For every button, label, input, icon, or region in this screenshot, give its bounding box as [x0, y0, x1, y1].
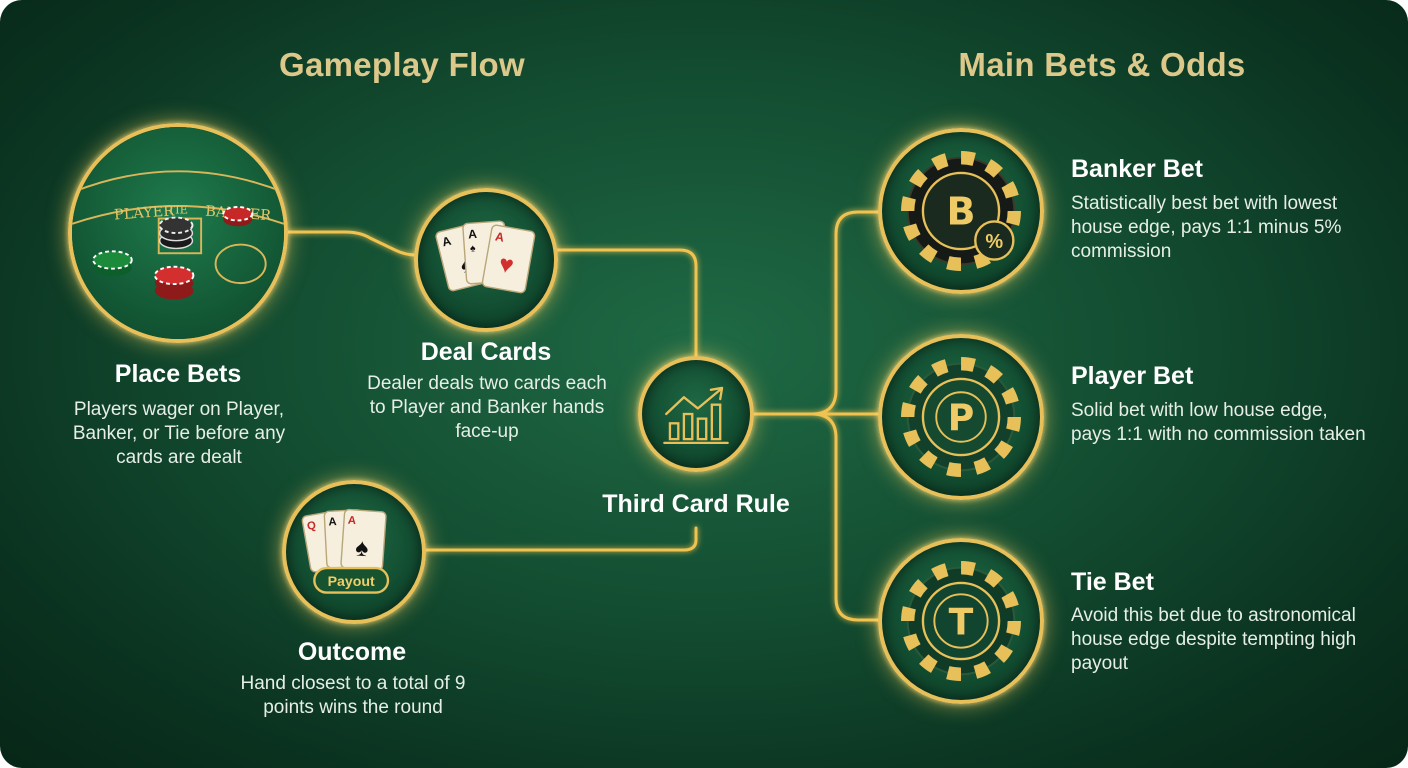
- player-bet-node: P: [878, 334, 1044, 500]
- card-rank-3: A: [494, 229, 505, 244]
- deal-cards-node: A ♠ A ♠ A ♥: [414, 188, 558, 332]
- outcome-card-rank-3: A: [347, 515, 356, 528]
- outcome-node: Q A A ♠ Payout: [282, 480, 426, 624]
- payout-badge: [313, 566, 390, 594]
- player-bet-description: Solid bet with low house edge, pays 1:1 …: [1071, 400, 1366, 445]
- svg-text:♠: ♠: [354, 534, 369, 562]
- third-card-rule-node: [638, 356, 754, 472]
- casino-chip-icon: P: [901, 357, 1021, 477]
- outcome-title: Outcome: [297, 638, 407, 666]
- card-rank-1: A: [441, 234, 453, 250]
- svg-text:♥: ♥: [497, 251, 516, 280]
- banker-bet-description: Statistically best bet with lowest house…: [1071, 193, 1342, 262]
- outcome-card-rank-1: Q: [306, 520, 317, 533]
- tie-bet-title: Tie Bet: [1071, 568, 1154, 596]
- casino-chip-icon: T: [901, 561, 1021, 681]
- gameplay-flow-heading: Gameplay Flow: [279, 46, 525, 83]
- svg-text:♠: ♠: [470, 243, 477, 254]
- outcome-description: Hand closest to a total of 9 points wins…: [240, 673, 466, 718]
- playing-cards-icon: A ♠ A ♠ A ♥: [435, 220, 536, 294]
- baccarat-table-icon: PLAYER TIE BANKER: [72, 127, 284, 339]
- banker-chip-letter: B: [946, 189, 975, 233]
- banker-bet-title: Banker Bet: [1071, 155, 1203, 183]
- third-card-rule-title: Third Card Rule: [602, 490, 790, 518]
- tie-bet-node: T: [878, 538, 1044, 704]
- tie-chip-letter: T: [949, 600, 974, 643]
- casino-chip-icon: B %: [901, 151, 1021, 271]
- tie-bet-description: Avoid this bet due to astronomical house…: [1071, 605, 1357, 674]
- payout-badge-label: Payout: [328, 574, 375, 590]
- banker-bet-node: B %: [878, 128, 1044, 294]
- place-bets-description: Players wager on Player, Banker, or Tie …: [72, 399, 286, 468]
- wire-place-to-deal: [282, 230, 418, 257]
- player-bet-title: Player Bet: [1071, 362, 1194, 390]
- outcome-card-rank-2: A: [328, 516, 337, 528]
- deal-cards-title: Deal Cards: [420, 338, 552, 366]
- main-bets-heading: Main Bets & Odds: [958, 46, 1246, 83]
- wire-deal-to-rule: [554, 248, 698, 360]
- chip-green: [92, 250, 133, 277]
- rising-chart-icon: [663, 386, 729, 445]
- wire-rule-to-outcome: [424, 526, 698, 552]
- chip-red-bottom: [153, 265, 195, 300]
- place-bets-node: PLAYER TIE BANKER: [68, 123, 288, 343]
- table-label-tie: TIE: [167, 203, 188, 217]
- chip-red-top: [222, 206, 254, 227]
- commission-badge-label: %: [985, 231, 1003, 253]
- payout-cards-icon: Q A A ♠ Payout: [301, 508, 390, 594]
- deal-cards-description: Dealer deals two cards each to Player an…: [367, 373, 607, 442]
- place-bets-title: Place Bets: [114, 360, 242, 388]
- commission-badge: [974, 220, 1015, 261]
- card-rank-2: A: [468, 227, 478, 242]
- player-chip-letter: P: [948, 396, 975, 439]
- wire-banker: [810, 210, 882, 416]
- chip-black: [158, 216, 194, 250]
- wire-tie: [810, 412, 882, 622]
